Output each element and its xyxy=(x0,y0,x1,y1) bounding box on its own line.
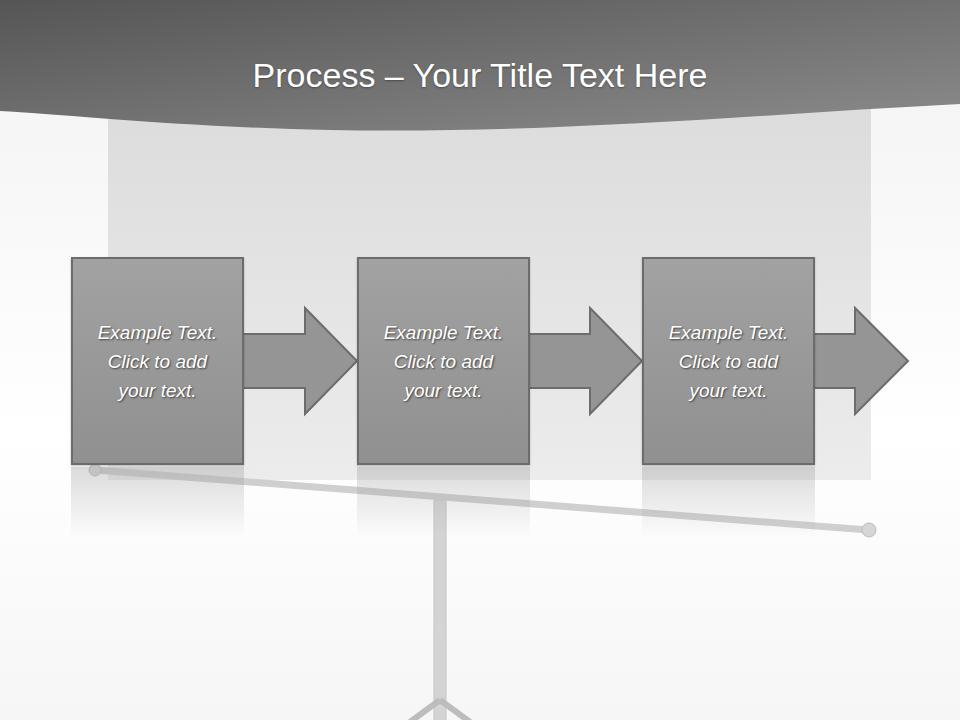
end-arrow xyxy=(812,308,908,414)
box-text: Example Text. Click to add your text. xyxy=(92,318,224,405)
header-band xyxy=(0,0,960,131)
process-box: Example Text. Click to add your text. xyxy=(71,257,244,465)
process-box: Example Text. Click to add your text. xyxy=(642,257,815,465)
process-box: Example Text. Click to add your text. xyxy=(357,257,530,465)
box-text: Example Text. Click to add your text. xyxy=(378,318,510,405)
box-reflection xyxy=(642,467,815,537)
box-text: Example Text. Click to add your text. xyxy=(663,318,795,405)
flow-arrow xyxy=(528,308,642,414)
bar-end xyxy=(862,523,876,537)
box-reflection xyxy=(357,467,530,537)
tripod xyxy=(410,700,470,720)
flow-arrow xyxy=(242,308,357,414)
box-reflection xyxy=(71,467,244,537)
slide-title: Process – Your Title Text Here xyxy=(0,50,960,100)
